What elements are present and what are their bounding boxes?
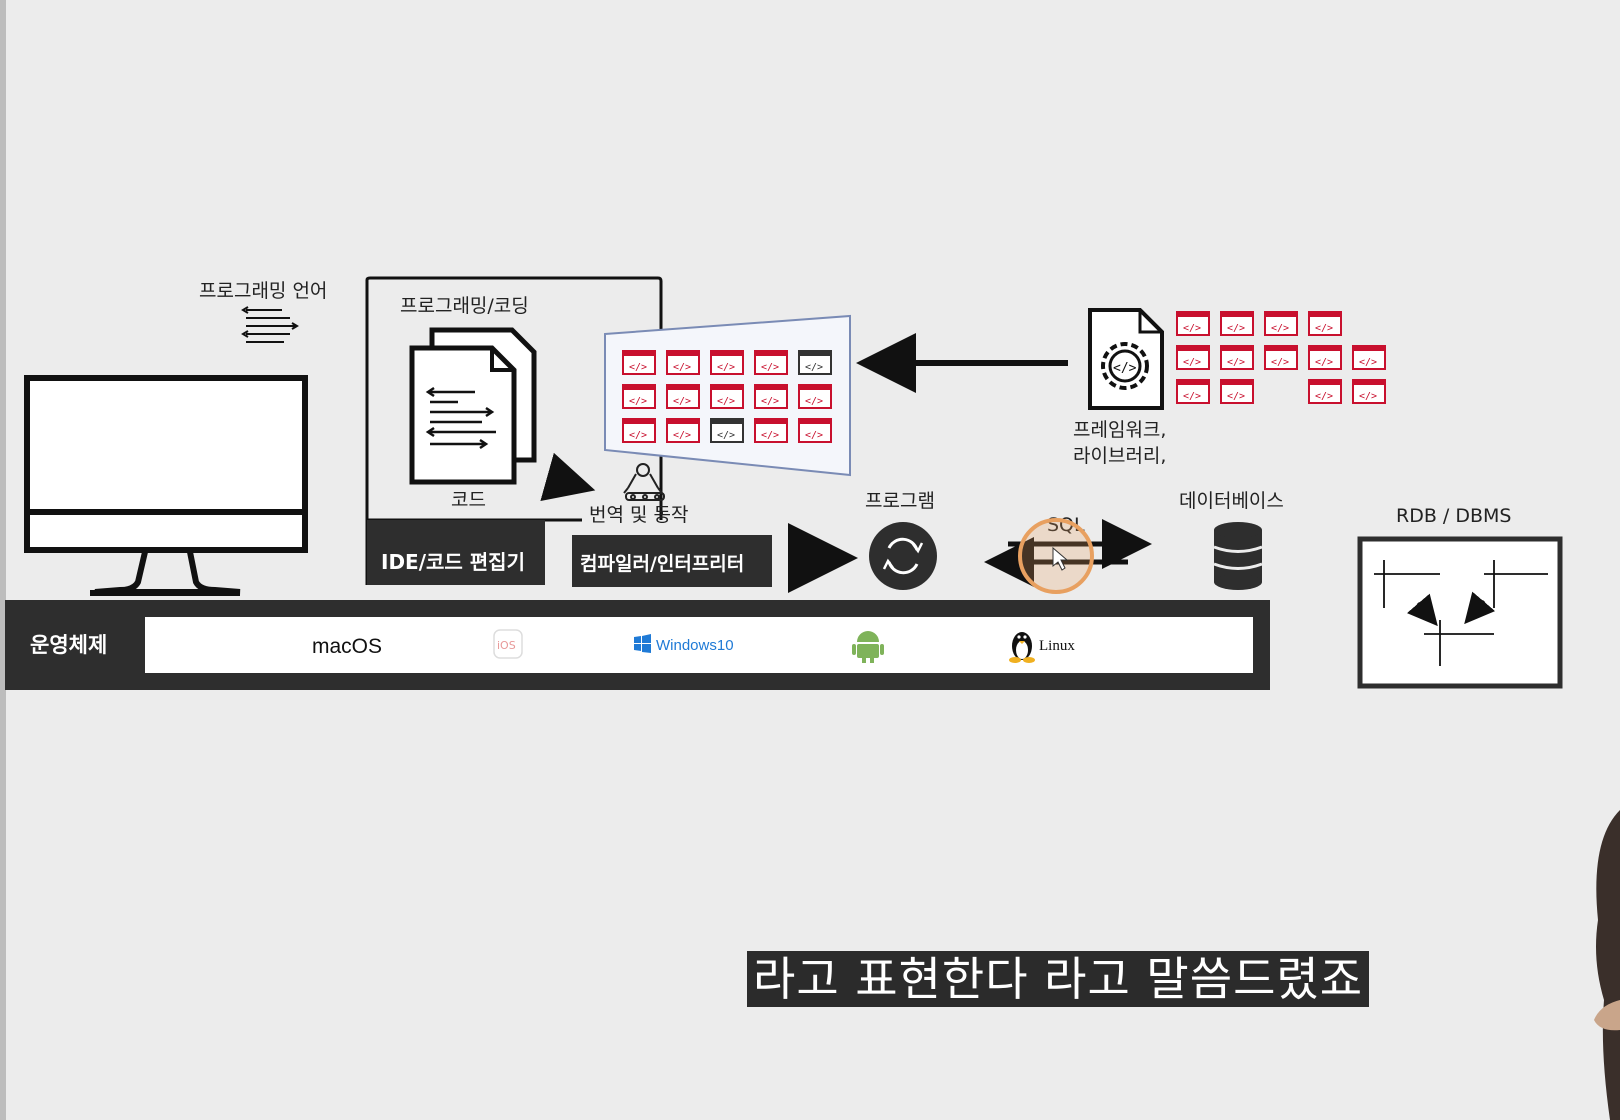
library-label: 라이브러리, <box>1073 445 1166 467</box>
cursor-pointer-icon <box>1052 546 1069 571</box>
code-window-icon: </> <box>710 418 744 443</box>
presenter-figure <box>1594 810 1620 1120</box>
svg-text:</>: </> <box>1113 361 1137 376</box>
rdb-schema-icon <box>1357 536 1563 689</box>
rdb-dbms-label: RDB / DBMS <box>1396 505 1511 527</box>
code-window-icon: </> <box>622 350 656 375</box>
compiler-label-box <box>572 535 772 587</box>
svg-text:</>: </> <box>761 396 779 407</box>
arrow-code-to-compiler <box>540 452 596 501</box>
code-lines-icon <box>241 306 299 343</box>
programming-coding-label: 프로그래밍/코딩 <box>400 295 529 317</box>
framework-label: 프레임워크, <box>1073 419 1166 441</box>
code-window-icon: </> <box>666 418 700 443</box>
code-window-icon: </> <box>622 384 656 409</box>
svg-text:</>: </> <box>717 396 735 407</box>
database-icon <box>1213 522 1263 590</box>
programming-language-label: 프로그래밍 언어 <box>199 280 327 302</box>
code-window-icon: </> <box>1220 379 1254 404</box>
monitor-icon <box>24 375 308 596</box>
svg-text:</>: </> <box>1227 357 1245 368</box>
code-window-icon: </> <box>754 350 788 375</box>
os-linux: Linux <box>1039 638 1075 654</box>
code-window-icon: </> <box>1176 345 1210 370</box>
program-label: 프로그램 <box>865 490 935 512</box>
windows-logo-icon <box>634 634 651 653</box>
svg-text:</>: </> <box>673 362 691 373</box>
svg-text:</>: </> <box>805 362 823 373</box>
os-windows10: Windows10 <box>656 637 734 654</box>
code-window-icon: </> <box>622 418 656 443</box>
svg-text:</>: </> <box>1359 391 1377 402</box>
code-window-icon: </> <box>754 418 788 443</box>
code-window-icon: </> <box>666 350 700 375</box>
robot-arm-icon <box>623 463 665 501</box>
code-window-icon: </> <box>1308 345 1342 370</box>
ide-label: IDE/코드 편집기 <box>381 550 525 574</box>
program-refresh-icon <box>869 522 937 590</box>
left-edge <box>0 0 6 1120</box>
ios-icon <box>493 629 523 659</box>
document-icon <box>409 327 537 485</box>
svg-text:</>: </> <box>805 396 823 407</box>
code-window-icon: </> <box>1176 311 1210 336</box>
gear-document-icon: </> <box>1088 308 1164 410</box>
database-label: 데이터베이스 <box>1179 490 1284 512</box>
svg-text:</>: </> <box>1359 357 1377 368</box>
library-code-icons: </> </> </> </> </> </> </> </> </> </> </> </> </> <box>1176 311 1386 404</box>
compiler-label: 컴파일러/인터프리터 <box>580 553 744 575</box>
svg-text:</>: </> <box>1227 323 1245 334</box>
code-window-icon: </> <box>1308 379 1342 404</box>
code-window-icon: </> <box>1176 379 1210 404</box>
svg-text:</>: </> <box>717 430 735 441</box>
code-window-icon: </> <box>710 384 744 409</box>
os-list-box <box>145 617 1253 673</box>
subtitle-caption: 라고 표현한다 라고 말씀드렸죠 <box>747 951 1370 1007</box>
code-label: 코드 <box>451 489 486 511</box>
code-window-icon: </> <box>754 384 788 409</box>
subtitle-text: 라고 표현한다 라고 말씀드렸죠 <box>753 952 1364 1006</box>
os-label: 운영체제 <box>30 633 107 657</box>
android-icon <box>852 631 884 663</box>
svg-text:</>: </> <box>717 362 735 373</box>
svg-text:</>: </> <box>1183 391 1201 402</box>
code-window-icon: </> <box>798 350 832 375</box>
svg-text:</>: </> <box>761 362 779 373</box>
code-window-icon: </> <box>1308 311 1342 336</box>
svg-text:</>: </> <box>673 430 691 441</box>
svg-text:</>: </> <box>673 396 691 407</box>
svg-text:</>: </> <box>1315 391 1333 402</box>
svg-text:</>: </> <box>1315 323 1333 334</box>
svg-text:</>: </> <box>629 396 647 407</box>
code-window-icon: </> <box>798 418 832 443</box>
code-window-icon: </> <box>1264 345 1298 370</box>
ide-label-box <box>367 520 545 585</box>
svg-text:</>: </> <box>1271 357 1289 368</box>
code-window-icon: </> <box>710 350 744 375</box>
code-window-icon: </> <box>798 384 832 409</box>
code-window-icon: </> <box>1220 311 1254 336</box>
os-macos: macOS <box>312 635 382 658</box>
os-ios: iOS <box>497 639 516 652</box>
svg-text:</>: </> <box>1271 323 1289 334</box>
svg-text:</>: </> <box>1183 323 1201 334</box>
code-window-icon: </> <box>1352 345 1386 370</box>
code-window-icon: </> <box>666 384 700 409</box>
svg-text:</>: </> <box>1183 357 1201 368</box>
code-window-icon: </> <box>1352 379 1386 404</box>
code-window-icon: </> <box>1220 345 1254 370</box>
svg-text:</>: </> <box>629 430 647 441</box>
translate-run-label: 번역 및 동작 <box>589 504 688 526</box>
svg-text:</>: </> <box>1315 357 1333 368</box>
svg-text:</>: </> <box>1227 391 1245 402</box>
svg-text:</>: </> <box>805 430 823 441</box>
linux-penguin-icon <box>1009 632 1035 663</box>
code-window-icon: </> <box>1264 311 1298 336</box>
svg-text:</>: </> <box>761 430 779 441</box>
svg-text:</>: </> <box>629 362 647 373</box>
panel-code-icons: </> </> </> </> </> </> </> </> </> </> </> </> </> <… <box>622 350 832 443</box>
